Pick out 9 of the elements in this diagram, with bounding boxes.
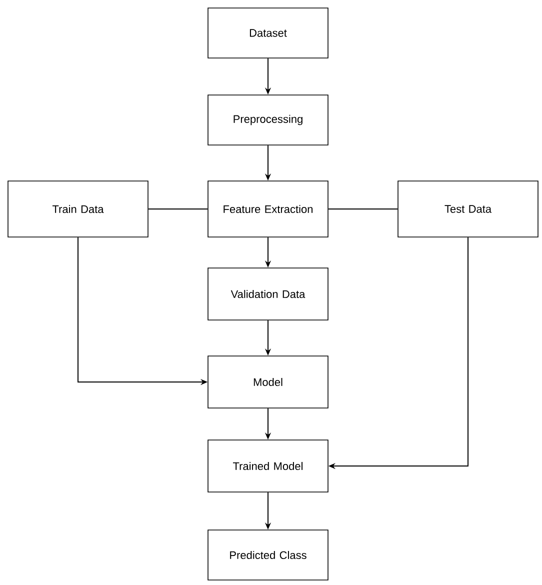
process-box: Dataset <box>208 8 328 58</box>
process-box: Test Data <box>398 180 538 238</box>
process-box: Preprocessing <box>208 94 328 146</box>
process-box: Validation Data <box>208 268 328 320</box>
process-box: Model <box>208 356 328 408</box>
process-box: Trained Model <box>208 440 328 492</box>
process-box: Feature Extraction <box>208 180 328 238</box>
process-box: Predicted Class <box>208 530 328 580</box>
process-box: Train Data <box>8 180 148 238</box>
